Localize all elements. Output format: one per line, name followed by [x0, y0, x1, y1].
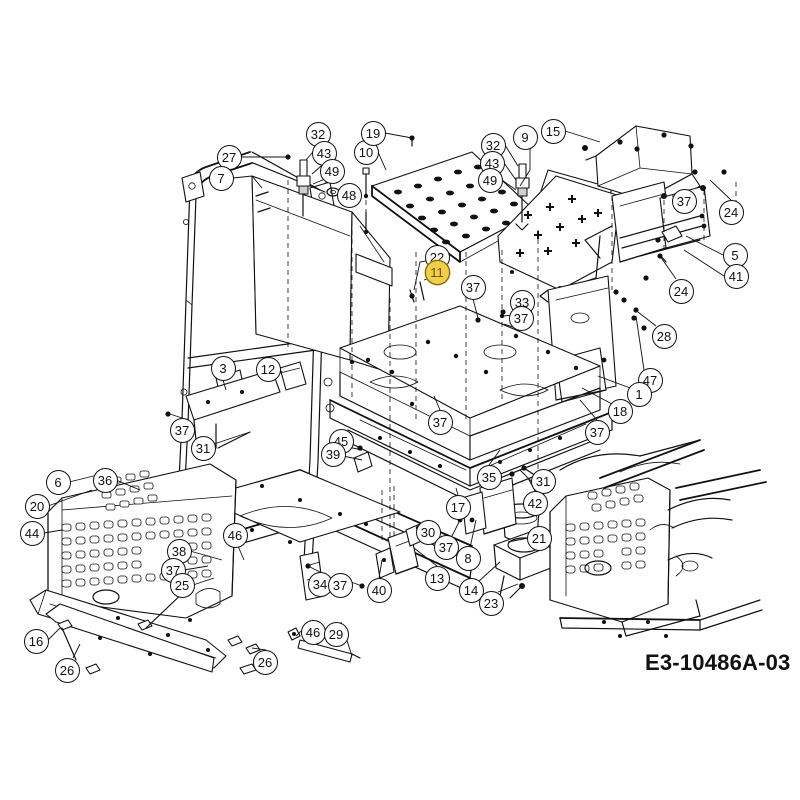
callout-6[interactable]: 6: [45, 469, 71, 495]
callout-41[interactable]: 41: [723, 263, 749, 289]
callout-7[interactable]: 7: [208, 165, 234, 191]
callout-49[interactable]: 49: [477, 167, 503, 193]
callout-49[interactable]: 49: [319, 158, 345, 184]
callout-9[interactable]: 9: [512, 124, 538, 150]
callout-44[interactable]: 44: [19, 520, 45, 546]
callout-42[interactable]: 42: [522, 490, 548, 516]
callout-24[interactable]: 24: [718, 199, 744, 225]
callout-37[interactable]: 37: [433, 534, 459, 560]
callout-46[interactable]: 46: [300, 619, 326, 645]
callout-40[interactable]: 40: [366, 577, 392, 603]
illustration-body: [29, 125, 767, 675]
callout-26[interactable]: 26: [252, 649, 278, 675]
callout-37[interactable]: 37: [327, 572, 353, 598]
callout-37[interactable]: 37: [584, 419, 610, 445]
callout-8[interactable]: 8: [455, 545, 481, 571]
callout-39[interactable]: 39: [320, 441, 346, 467]
callout-27[interactable]: 27: [216, 144, 242, 170]
callout-19[interactable]: 19: [360, 120, 386, 146]
right-fender-grille: [549, 469, 767, 638]
callout-30[interactable]: 30: [415, 519, 441, 545]
left-upper-panel: [251, 175, 393, 373]
callout-20[interactable]: 20: [24, 493, 50, 519]
callout-37[interactable]: 37: [169, 417, 195, 443]
callout-37[interactable]: 37: [508, 305, 534, 331]
callout-37[interactable]: 37: [427, 409, 453, 435]
right-tower: [559, 439, 705, 489]
callout-25[interactable]: 25: [169, 572, 195, 598]
callout-18[interactable]: 18: [607, 398, 633, 424]
callout-35[interactable]: 35: [476, 464, 502, 490]
callout-3[interactable]: 3: [210, 355, 236, 381]
callout-26[interactable]: 26: [54, 657, 80, 683]
callout-21[interactable]: 21: [526, 525, 552, 551]
callout-28[interactable]: 28: [651, 323, 677, 349]
callout-16[interactable]: 16: [23, 628, 49, 654]
callout-23[interactable]: 23: [478, 590, 504, 616]
callout-37[interactable]: 37: [460, 274, 486, 300]
callout-29[interactable]: 29: [323, 621, 349, 647]
front-bumper-bar: [29, 587, 257, 675]
callout-1[interactable]: 1: [626, 381, 652, 407]
callout-12[interactable]: 12: [255, 356, 281, 382]
callout-36[interactable]: 36: [92, 467, 118, 493]
main-frame-deck: [329, 305, 613, 503]
callout-11-highlighted[interactable]: 11: [424, 259, 450, 285]
callout-48[interactable]: 48: [336, 182, 362, 208]
callout-31[interactable]: 31: [530, 468, 556, 494]
callout-31[interactable]: 31: [190, 435, 216, 461]
right-perforated-panel: [497, 169, 621, 291]
callout-45[interactable]: 45: [328, 428, 354, 454]
part-number-label: E3-10486A-03: [645, 650, 791, 675]
callout-37[interactable]: 37: [671, 188, 697, 214]
callout-13[interactable]: 13: [424, 565, 450, 591]
callout-15[interactable]: 15: [540, 118, 566, 144]
callout-24[interactable]: 24: [668, 278, 694, 304]
callout-17[interactable]: 17: [445, 494, 471, 520]
callout-46[interactable]: 46: [222, 522, 248, 548]
left-fender-grille: [47, 463, 237, 622]
